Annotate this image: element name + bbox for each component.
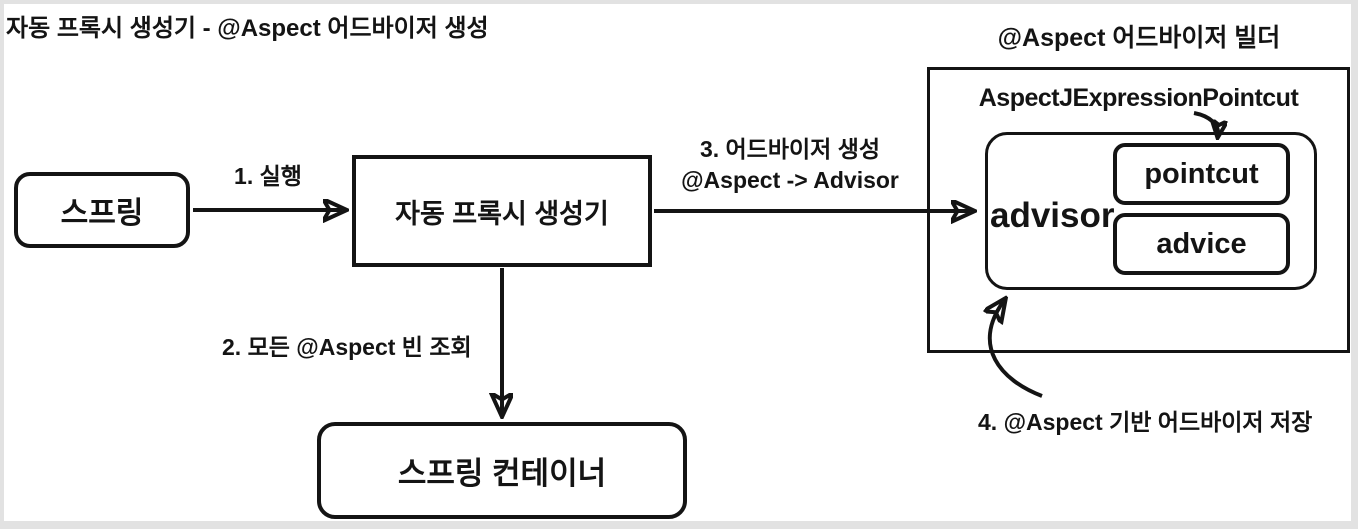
- step1-label: 1. 실행: [234, 163, 302, 189]
- step2-label: 2. 모든 @Aspect 빈 조회: [222, 334, 472, 360]
- spring-node-label: 스프링: [60, 197, 144, 230]
- auto-proxy-creator-label: 자동 프록시 생성기: [395, 198, 609, 229]
- spring-node: 스프링: [14, 172, 190, 248]
- builder-title: @Aspect 어드바이저 빌더: [997, 24, 1281, 52]
- advice-node: advice: [1113, 213, 1290, 275]
- page-title: 자동 프록시 생성기 - @Aspect 어드바이저 생성: [6, 15, 489, 42]
- advisor-node-label: advisor: [990, 196, 1115, 235]
- step4-label: 4. @Aspect 기반 어드바이저 저장: [978, 409, 1313, 435]
- auto-proxy-creator-node: 자동 프록시 생성기: [352, 155, 652, 267]
- spring-container-label: 스프링 컨테이너: [397, 456, 607, 491]
- step3-label-line1: 3. 어드바이저 생성: [699, 136, 881, 162]
- pointcut-node-label: pointcut: [1144, 157, 1259, 190]
- aspectj-expression-pointcut-label: AspectJExpressionPointcut: [978, 84, 1299, 112]
- step3-label: 3. 어드바이저 생성 @Aspect -> Advisor: [654, 134, 926, 196]
- spring-container-node: 스프링 컨테이너: [317, 422, 687, 519]
- advice-node-label: advice: [1156, 227, 1247, 260]
- pointcut-node: pointcut: [1113, 143, 1290, 205]
- step3-label-line2: @Aspect -> Advisor: [681, 167, 899, 193]
